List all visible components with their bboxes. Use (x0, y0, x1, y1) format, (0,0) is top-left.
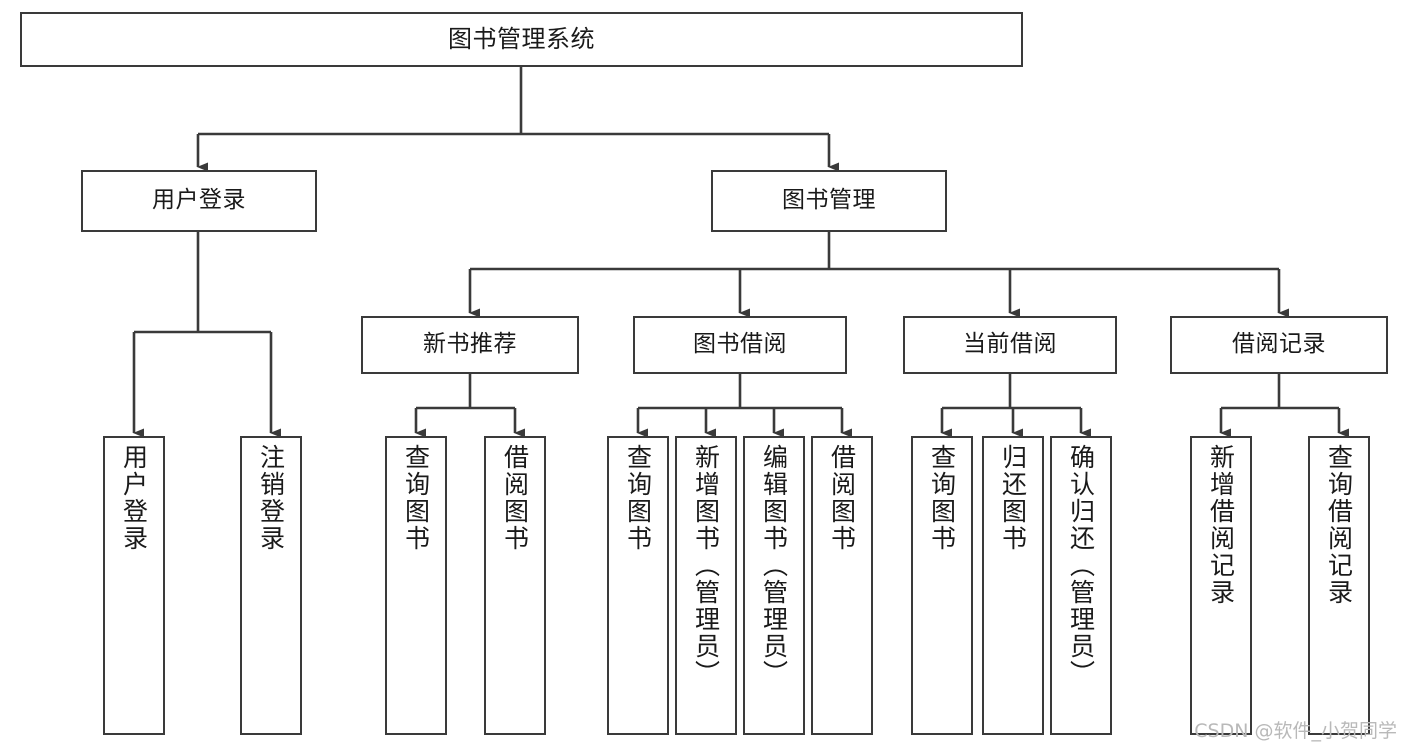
node-leaf-9[interactable]: 归还图书 (982, 436, 1044, 735)
node-leaf-9-label: 归还图书 (998, 444, 1028, 552)
node-leaf-8[interactable]: 查询图书 (911, 436, 973, 735)
node-leaf-7-label: 借阅图书 (827, 444, 857, 552)
node-level1-1-label: 图书管理 (782, 187, 876, 214)
node-root-system-label: 图书管理系统 (448, 25, 595, 54)
watermark-text: CSDN @软件_小贺同学 (1194, 720, 1397, 742)
node-leaf-1-label: 注销登录 (256, 444, 286, 552)
node-leaf-5-label: 新增图书（管理员） (691, 444, 721, 687)
node-leaf-4-label: 查询图书 (623, 444, 653, 552)
node-level2-2-label: 当前借阅 (963, 331, 1057, 358)
node-leaf-3[interactable]: 借阅图书 (484, 436, 546, 735)
node-leaf-8-label: 查询图书 (927, 444, 957, 552)
node-leaf-12-label: 查询借阅记录 (1324, 444, 1354, 606)
node-root-system[interactable]: 图书管理系统 (20, 12, 1023, 67)
node-level2-0[interactable]: 新书推荐 (361, 316, 579, 374)
node-leaf-1[interactable]: 注销登录 (240, 436, 302, 735)
node-level2-3[interactable]: 借阅记录 (1170, 316, 1388, 374)
node-level1-0[interactable]: 用户登录 (81, 170, 317, 232)
node-leaf-6[interactable]: 编辑图书（管理员） (743, 436, 805, 735)
node-level2-1-label: 图书借阅 (693, 331, 787, 358)
node-leaf-11[interactable]: 新增借阅记录 (1190, 436, 1252, 735)
node-leaf-10[interactable]: 确认归还（管理员） (1050, 436, 1112, 735)
node-level1-0-label: 用户登录 (152, 187, 246, 214)
node-level2-2[interactable]: 当前借阅 (903, 316, 1117, 374)
node-leaf-12[interactable]: 查询借阅记录 (1308, 436, 1370, 735)
node-leaf-0-label: 用户登录 (119, 444, 149, 552)
node-leaf-0[interactable]: 用户登录 (103, 436, 165, 735)
node-level1-1[interactable]: 图书管理 (711, 170, 947, 232)
node-leaf-10-label: 确认归还（管理员） (1066, 444, 1096, 687)
node-leaf-4[interactable]: 查询图书 (607, 436, 669, 735)
node-leaf-5[interactable]: 新增图书（管理员） (675, 436, 737, 735)
node-level2-0-label: 新书推荐 (423, 331, 517, 358)
node-level2-1[interactable]: 图书借阅 (633, 316, 847, 374)
node-leaf-6-label: 编辑图书（管理员） (759, 444, 789, 687)
node-leaf-3-label: 借阅图书 (500, 444, 530, 552)
node-level2-3-label: 借阅记录 (1232, 331, 1326, 358)
node-leaf-2-label: 查询图书 (401, 444, 431, 552)
node-leaf-2[interactable]: 查询图书 (385, 436, 447, 735)
node-leaf-7[interactable]: 借阅图书 (811, 436, 873, 735)
node-leaf-11-label: 新增借阅记录 (1206, 444, 1236, 606)
